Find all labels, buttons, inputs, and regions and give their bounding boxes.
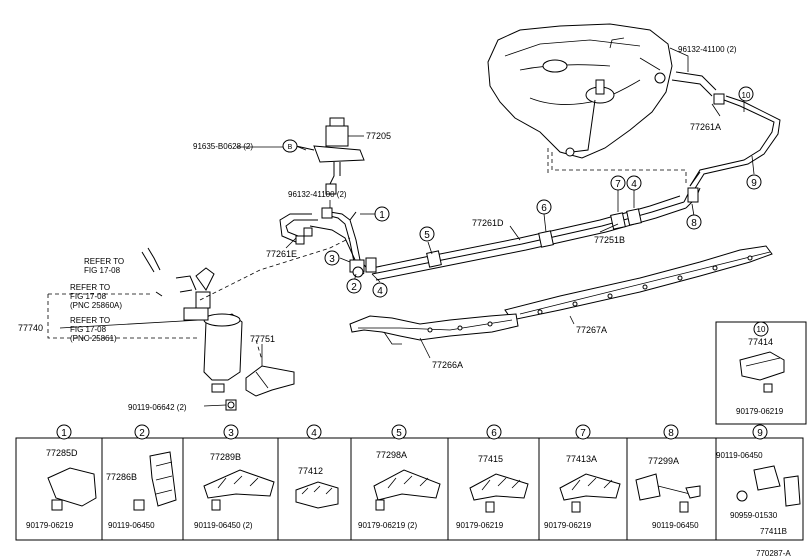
parts-table [15, 437, 804, 541]
table-cell-5: 5 77298A 90179-06219 (2) [358, 424, 441, 530]
label-90119-06642: 90119-06642 (2) [128, 403, 187, 412]
cell-2-part: 77286B [106, 472, 137, 482]
refer-3-line1: REFER TO [70, 316, 110, 325]
cell-1-bolt: 90179-06219 [26, 521, 74, 530]
leader-lines [59, 47, 755, 407]
refer-2-line2: FIG 17-08 [70, 292, 107, 301]
table-cell-1: 1 77285D 90179-06219 [26, 424, 97, 530]
cell-8-number: 8 [668, 428, 674, 439]
label-77261A: 77261A [690, 122, 721, 132]
cell-8-part: 77299A [648, 456, 679, 466]
label-96132-top: 96132-41100 (2) [678, 45, 737, 54]
cell-2-number: 2 [139, 428, 145, 439]
bracket-77751 [225, 365, 295, 411]
callout-3: 3 [329, 254, 335, 265]
callout-9: 9 [751, 178, 757, 189]
cell-6-bolt: 90179-06219 [456, 521, 504, 530]
bolt-symbol-b: B [282, 139, 298, 153]
inset-10-bolt: 90179-06219 [736, 407, 784, 416]
cell-3-part: 77289B [210, 452, 241, 462]
cell-7-part: 77413A [566, 454, 597, 464]
callout-10: 10 [742, 91, 751, 100]
cell-9-part-2: 90959-01530 [730, 511, 778, 520]
refer-2-line1: REFER TO [70, 283, 110, 292]
cell-5-part: 77298A [376, 450, 407, 460]
label-91635: 91635-B0628 (2) [193, 142, 253, 151]
cell-4-number: 4 [311, 428, 317, 439]
cell-1-part: 77285D [46, 448, 78, 458]
refer-1-line1: REFER TO [84, 257, 124, 266]
cell-3-number: 3 [228, 428, 234, 439]
cell-3-bolt: 90119-06450 (2) [194, 521, 253, 530]
cell-1-number: 1 [61, 428, 67, 439]
refer-1-line2: FIG 17-08 [84, 266, 121, 275]
table-cell-6: 6 77415 90179-06219 [456, 424, 529, 530]
refer-2-line3: (PNC 25860A) [70, 301, 122, 310]
cell-6-number: 6 [491, 428, 497, 439]
cell-6-part: 77415 [478, 454, 503, 464]
label-77751: 77751 [250, 334, 275, 344]
inset-10: 10 77414 90179-06219 [715, 321, 807, 425]
cell-9-part-3: 77411B [760, 527, 787, 536]
refer-3-line3: (PNC 25861) [70, 334, 117, 343]
fuel-tank [487, 23, 781, 191]
inset-10-part: 77414 [748, 337, 773, 347]
cell-9-part-1: 90119-06450 [716, 451, 763, 460]
callout-8: 8 [691, 218, 697, 229]
callout-2: 2 [351, 282, 357, 293]
cell-9-number: 9 [757, 428, 763, 439]
cell-7-number: 7 [580, 428, 586, 439]
callout-6: 6 [541, 203, 547, 214]
table-cell-9: 9 90119-06450 90959-01530 77411B [716, 424, 801, 536]
circle-callouts: 1 2 3 4 5 6 7 4 8 9 10 [324, 86, 762, 298]
label-77205: 77205 [366, 131, 391, 141]
label-77251B: 77251B [594, 235, 625, 245]
bolt-letter: B [288, 144, 293, 151]
cell-4-part: 77412 [298, 466, 323, 476]
table-cell-3: 3 77289B 90119-06450 (2) [194, 424, 275, 530]
line-protector-77267A [504, 245, 773, 321]
label-77266A: 77266A [432, 360, 463, 370]
refer-3-line2: FIG 17-08 [70, 325, 107, 334]
diagram-id: 770287-A [756, 549, 791, 558]
vsv-valve-77205 [283, 117, 365, 195]
table-cell-8: 8 77299A 90119-06450 [635, 424, 701, 530]
label-77267A: 77267A [576, 325, 607, 335]
callout-7: 7 [615, 179, 621, 190]
cell-5-number: 5 [396, 428, 402, 439]
callout-4b: 4 [631, 179, 637, 190]
table-cell-2: 2 77286B 90119-06450 [106, 424, 177, 530]
callout-5: 5 [424, 230, 430, 241]
charcoal-canister-77740 [141, 247, 243, 393]
inset-10-number: 10 [757, 325, 766, 334]
label-96132-mid: 96132-41100 (2) [288, 190, 347, 199]
callout-1: 1 [379, 210, 385, 221]
fuel-line-assembly [279, 171, 701, 281]
cell-7-bolt: 90179-06219 [544, 521, 592, 530]
callout-4: 4 [377, 286, 383, 297]
cell-8-bolt: 90119-06450 [652, 521, 699, 530]
table-cell-7: 7 77413A 90179-06219 [544, 424, 621, 530]
label-77261E: 77261E [266, 249, 297, 259]
label-77261D: 77261D [472, 218, 504, 228]
cell-5-bolt: 90179-06219 (2) [358, 521, 417, 530]
line-protector-77266A [349, 313, 519, 345]
table-cell-4: 4 77412 [295, 424, 339, 509]
label-77740: 77740 [18, 323, 43, 333]
cell-2-bolt: 90119-06450 [108, 521, 155, 530]
